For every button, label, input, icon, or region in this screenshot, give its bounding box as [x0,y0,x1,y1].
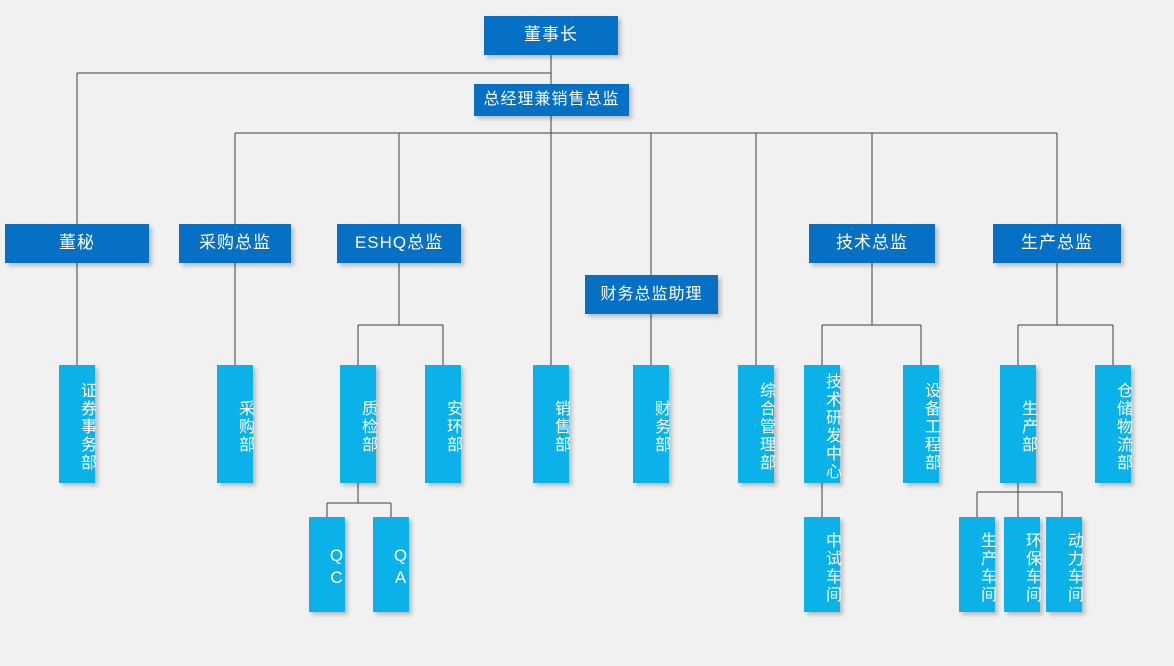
node-power-workshop[interactable]: 动力车间 [1046,517,1082,612]
node-finance-dept-label: 财务部 [652,400,669,454]
node-equipment-engineering-dept[interactable]: 设备工程部 [903,365,939,483]
node-qa-label: QA [391,545,410,590]
node-equipment-engineering-dept-label: 设备工程部 [922,382,939,472]
node-production-workshop-label: 生产车间 [978,531,995,604]
node-finance-assistant[interactable]: 财务总监助理 [585,275,718,314]
node-procurement-dept-label: 采购部 [236,400,253,454]
node-general-admin-dept[interactable]: 综合管理部 [738,365,774,483]
node-rd-center[interactable]: 技术研发中心 [804,365,840,483]
node-chairman-label: 董事长 [524,25,578,45]
node-rd-center-label: 技术研发中心 [823,373,840,481]
node-warehouse-logistics-dept[interactable]: 仓储物流部 [1095,365,1131,483]
node-safety-environment-dept[interactable]: 安环部 [425,365,461,483]
node-power-workshop-label: 动力车间 [1065,531,1082,604]
node-production-dept[interactable]: 生产部 [1000,365,1036,483]
node-finance-assistant-label: 财务总监助理 [600,285,703,303]
node-procurement-dept[interactable]: 采购部 [217,365,253,483]
node-eshq-director[interactable]: ESHQ总监 [337,224,461,263]
node-environmental-workshop[interactable]: 环保车间 [1004,517,1040,612]
node-production-director[interactable]: 生产总监 [993,224,1121,263]
node-environmental-workshop-label: 环保车间 [1023,531,1040,604]
node-quality-inspection-dept[interactable]: 质检部 [340,365,376,483]
node-sales-dept[interactable]: 销售部 [533,365,569,483]
node-chairman[interactable]: 董事长 [484,16,618,55]
node-finance-dept[interactable]: 财务部 [633,365,669,483]
node-quality-inspection-dept-label: 质检部 [359,400,376,454]
node-qa[interactable]: QA [373,517,410,612]
node-qc[interactable]: QC [309,517,346,612]
node-general-manager-label: 总经理兼销售总监 [483,91,620,109]
node-technical-director-label: 技术总监 [836,233,908,253]
node-sales-dept-label: 销售部 [552,400,569,454]
node-eshq-director-label: ESHQ总监 [354,233,444,253]
node-production-dept-label: 生产部 [1019,400,1036,454]
node-procurement-director[interactable]: 采购总监 [179,224,291,263]
node-board-secretary-label: 董秘 [59,233,95,253]
node-technical-director[interactable]: 技术总监 [809,224,935,263]
node-qc-label: QC [327,545,346,590]
node-procurement-director-label: 采购总监 [199,233,271,253]
node-board-secretary[interactable]: 董秘 [5,224,149,263]
node-pilot-workshop-label: 中试车间 [823,531,840,604]
node-warehouse-logistics-dept-label: 仓储物流部 [1114,382,1131,472]
node-pilot-workshop[interactable]: 中试车间 [804,517,840,612]
node-production-director-label: 生产总监 [1021,233,1093,253]
node-general-admin-dept-label: 综合管理部 [757,382,774,472]
node-securities-dept-label: 证券事务部 [78,382,95,472]
node-safety-environment-dept-label: 安环部 [444,400,461,454]
node-production-workshop[interactable]: 生产车间 [959,517,995,612]
node-general-manager[interactable]: 总经理兼销售总监 [474,84,629,116]
node-securities-dept[interactable]: 证券事务部 [59,365,95,483]
